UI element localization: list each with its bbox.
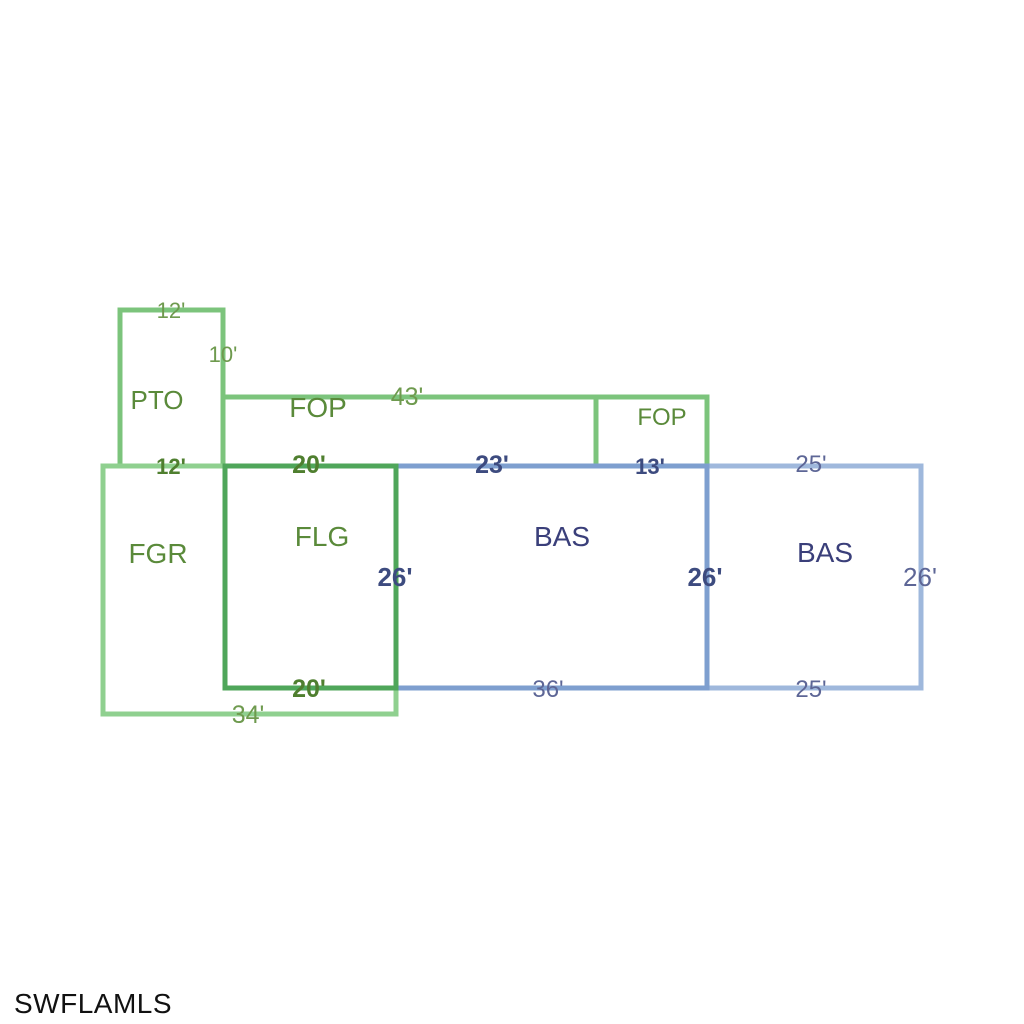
dim-fgr-bottom: 34' [232, 701, 265, 729]
pto-label: PTO [131, 385, 184, 415]
dim-pto-bottom: 12' [156, 454, 186, 479]
fop-right-label: FOP [637, 404, 686, 431]
dim-fop-right-bottom: 13' [635, 454, 665, 479]
dim-flg-bottom: 20' [292, 675, 326, 703]
fgr-outline [100, 463, 399, 717]
dim-flg-bas-side: 26' [377, 562, 412, 592]
fop-left-label: FOP [289, 392, 347, 423]
dim-bas-right-bottom: 25' [795, 676, 826, 703]
dim-bas-center-side: 26' [687, 562, 722, 592]
bas-center-label: BAS [534, 521, 590, 552]
flg-outline [222, 463, 399, 691]
dim-pto-side: 10' [209, 342, 238, 367]
bas-right-outline [704, 463, 924, 691]
dim-pto-top: 12' [157, 298, 186, 323]
dim-bas-bottom: 36' [532, 676, 563, 703]
dim-flg-top: 20' [292, 451, 326, 479]
dim-bas-top: 23' [475, 451, 509, 479]
bas-right-label: BAS [797, 537, 853, 568]
dim-bas-right-side: 26' [903, 562, 937, 592]
fgr-label: FGR [128, 538, 187, 569]
bas-center-outline [393, 463, 710, 691]
dim-fop-top: 43' [391, 383, 424, 411]
flg-label: FLG [295, 521, 349, 552]
dim-bas-right-top: 25' [795, 451, 826, 478]
mls-watermark: SWFLAMLS [14, 988, 173, 1019]
